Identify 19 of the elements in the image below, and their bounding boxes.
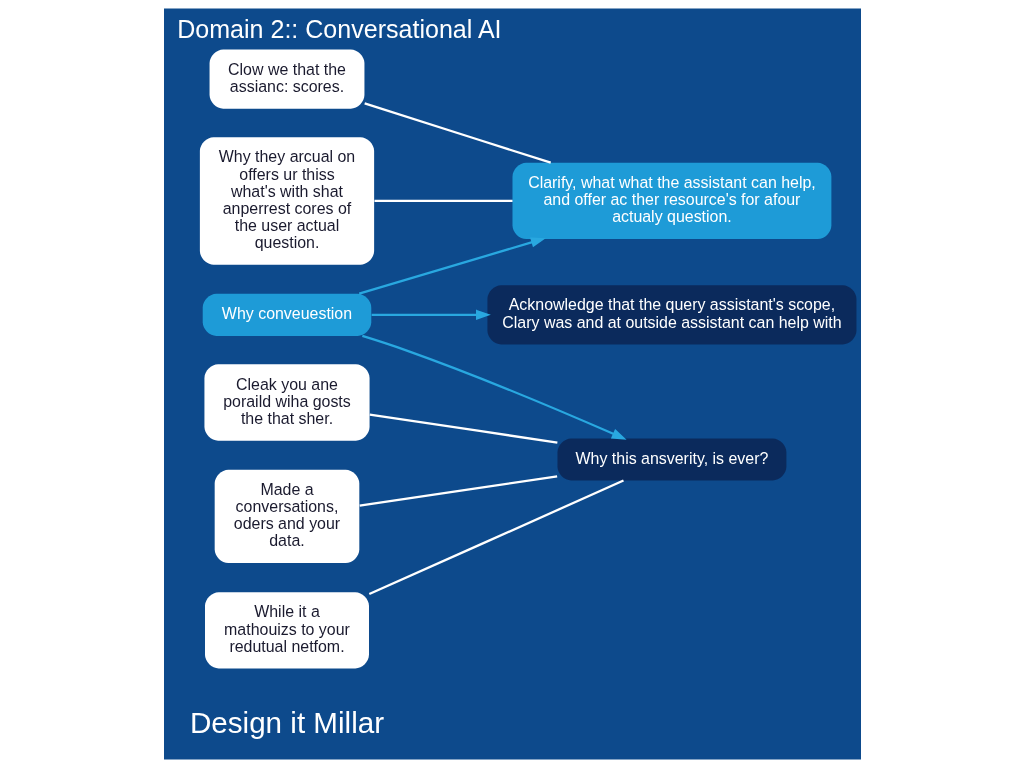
node-box: Made a conversations, oders and your data. bbox=[214, 469, 359, 564]
arrow bbox=[371, 309, 491, 320]
node-box: Clarify, what what the assistant can help, and offer ac ther resource's for afour actualy question. bbox=[512, 162, 831, 240]
node-box: Why this ansverity, is ever? bbox=[557, 438, 786, 481]
connector bbox=[374, 199, 512, 203]
node-box: Why they arcual on offers ur thiss what's with shat anperrest cores of the user actual question. bbox=[199, 137, 374, 265]
arrow bbox=[358, 237, 546, 295]
node-box: Cleak you ane poraild wiha gosts the that sher. bbox=[203, 364, 370, 441]
arrow bbox=[361, 334, 627, 440]
label: Design it Millar bbox=[189, 706, 384, 740]
connector bbox=[363, 102, 551, 164]
diagram-title: Domain 2:: Conversational AI bbox=[176, 14, 502, 43]
node-box: Clow we that the assianc: scores. bbox=[209, 49, 364, 109]
connector bbox=[369, 413, 558, 444]
node-box: Acknowledge that the query assistant's scope, Clary was and at outside assistant can help with bbox=[486, 285, 856, 345]
node-box: Why conveuestion bbox=[202, 293, 371, 336]
connector bbox=[359, 475, 557, 507]
connector bbox=[368, 479, 624, 596]
node-box: While it a mathouizs to your redutual netfom. bbox=[204, 592, 369, 669]
